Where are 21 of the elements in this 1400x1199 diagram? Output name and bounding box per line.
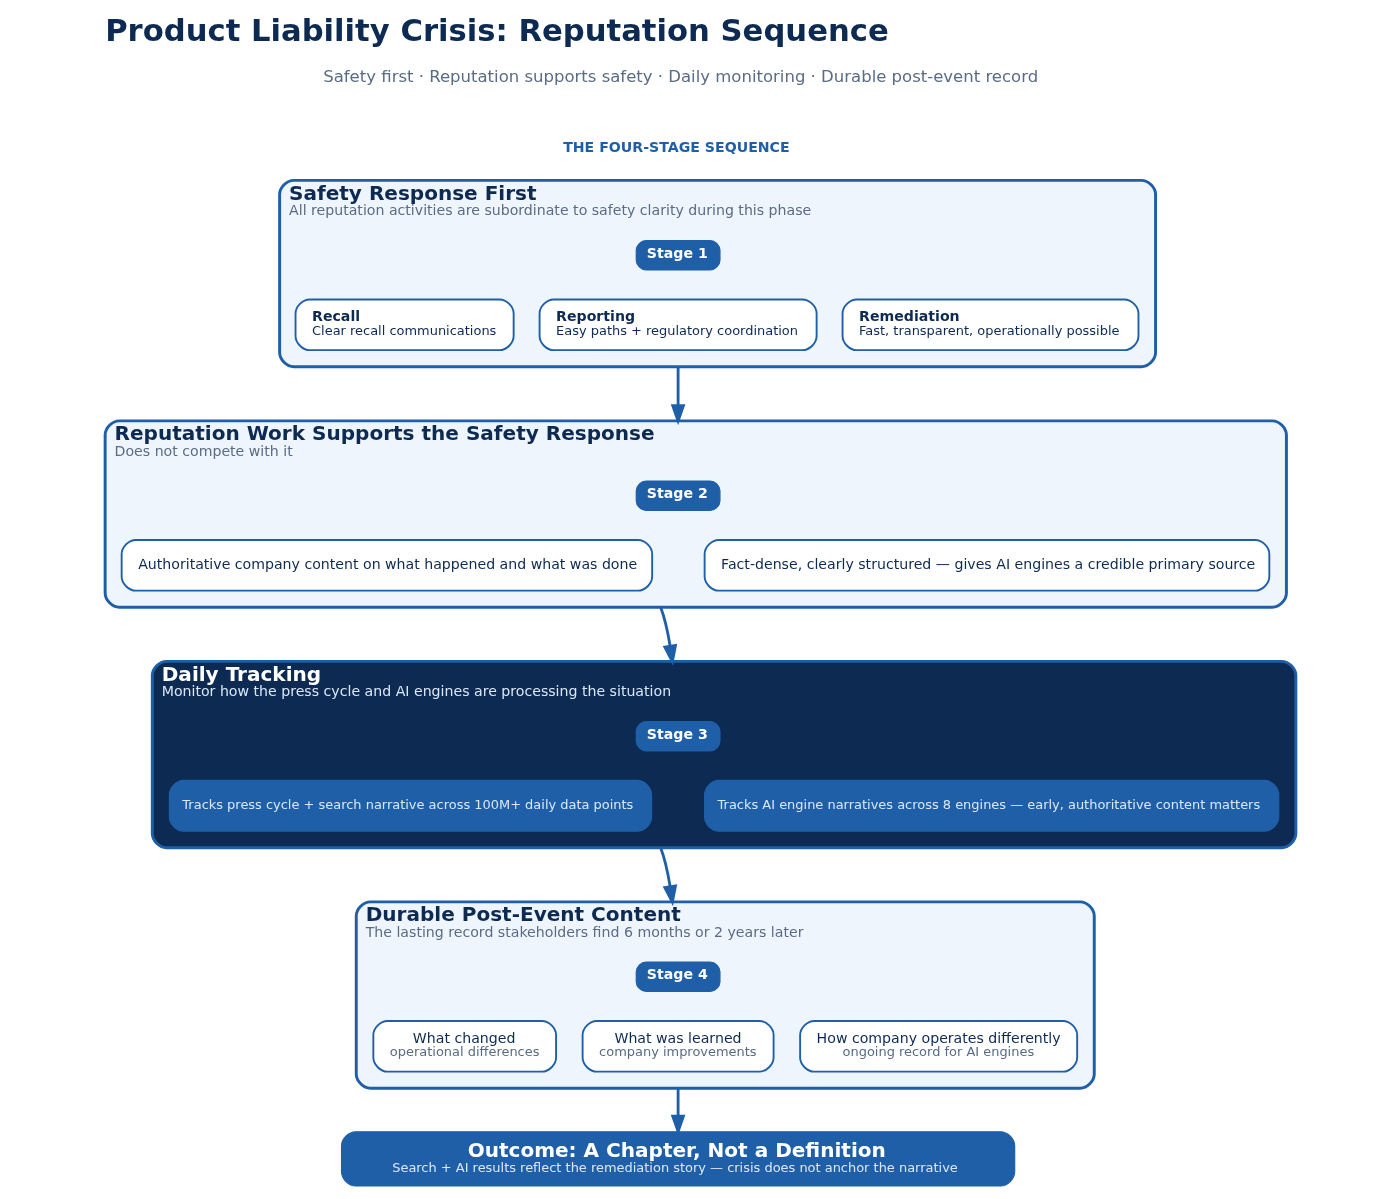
diagram-title: Product Liability Crisis: Reputation Sequence <box>104 13 889 49</box>
node-box: Outcome: A Chapter, Not a Definition Search + AI results reflect the remediation story — crisis does not anchor the narrative <box>340 1131 1015 1187</box>
node-box: Stage 4 <box>635 961 721 993</box>
node-box: Stage 3 <box>635 720 721 752</box>
arrow <box>658 606 677 666</box>
node-box: Tracks AI engine narratives across 8 engines — early, authoritative content matters <box>703 779 1279 832</box>
node-box: Stage 2 <box>635 480 721 512</box>
node-box: Remediation Fast, transparent, operationally possible <box>841 298 1139 352</box>
label: Safety first · Reputation supports safety · Daily monitoring · Durable post-event record <box>322 67 1038 87</box>
node-box: Fact-dense, clearly structured — gives AI engines a credible primary source <box>703 539 1270 592</box>
label: THE FOUR-STAGE SEQUENCE <box>562 139 790 156</box>
node-box: Stage 1 <box>635 239 721 271</box>
node-box: What was learned company improvements <box>581 1020 775 1073</box>
node-box: Recall Clear recall communications <box>294 298 515 352</box>
node-box: Reporting Easy paths + regulatory coordination <box>538 298 818 352</box>
node-box: What changed operational differences <box>371 1020 557 1073</box>
arrow <box>670 366 685 426</box>
node-box: Authoritative company content on what happened and what was done <box>120 539 653 592</box>
arrow <box>658 847 677 907</box>
node-box: Tracks press cycle + search narrative across 100M+ daily data points <box>168 779 652 832</box>
node-box: How company operates differently ongoing record for AI engines <box>798 1020 1078 1073</box>
